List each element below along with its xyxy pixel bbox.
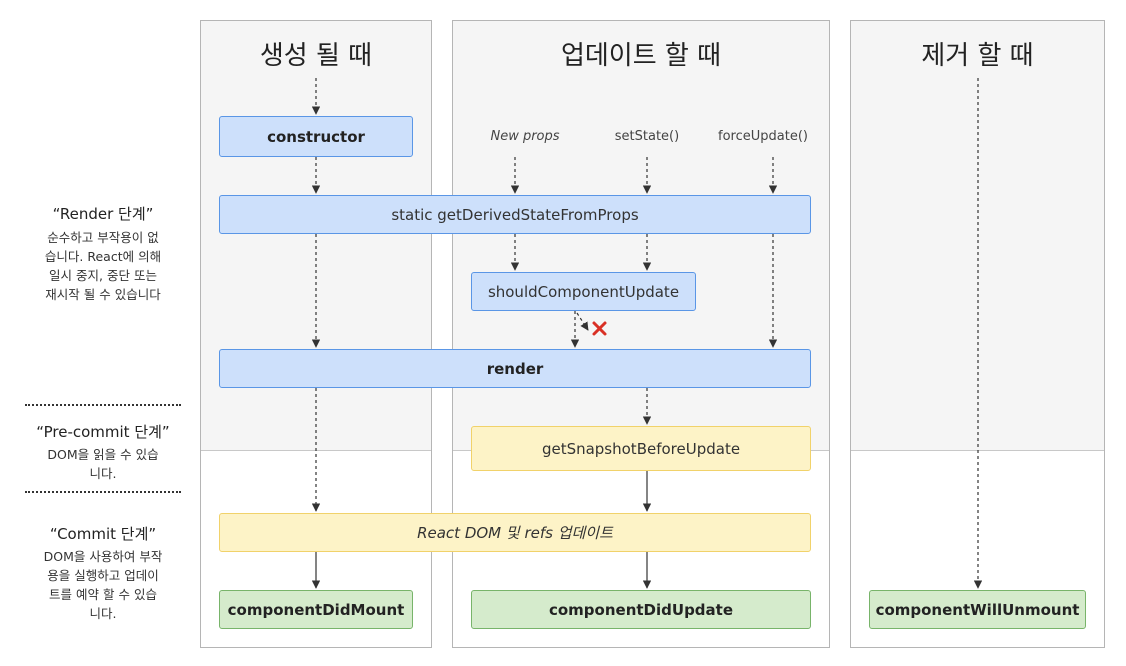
red-x-icon: [592, 321, 607, 336]
commit-phase-desc: DOM을 사용하여 부작 용을 실행하고 업데이 트를 예약 할 수 있습 니다…: [28, 547, 178, 623]
force-update-trigger: forceUpdate(): [718, 129, 808, 144]
mounting-column-title: 생성 될 때: [259, 41, 373, 71]
commit-phase-line: 용을 실행하고 업데이: [47, 568, 159, 583]
commit-phase-line: 트를 예약 할 수 있습: [49, 587, 157, 602]
precommit-phase-desc: DOM을 읽을 수 있습 니다.: [28, 445, 178, 483]
get-derived-state-box: static getDerivedStateFromProps: [219, 195, 811, 234]
render-phase-line: 순수하고 부작용이 없: [47, 230, 159, 245]
phase-separator: [25, 404, 181, 406]
component-did-update-box: componentDidUpdate: [471, 590, 811, 629]
unmounting-column: 제거 할 때: [850, 20, 1105, 648]
commit-phase-line: 니다.: [89, 606, 117, 621]
new-props-trigger: New props: [490, 129, 560, 144]
should-component-update-box: shouldComponentUpdate: [471, 272, 696, 311]
precommit-phase-line: 니다.: [89, 466, 117, 481]
precommit-phase-line: DOM을 읽을 수 있습: [47, 447, 159, 462]
get-snapshot-box: getSnapshotBeforeUpdate: [471, 426, 811, 471]
updating-column-title: 업데이트 할 때: [560, 41, 722, 71]
arrow-scu-false: [576, 312, 589, 331]
precommit-phase-title: “Pre-commit 단계”: [36, 423, 170, 441]
render-phase-desc: 순수하고 부작용이 없 습니다. React에 의해 일시 중지, 중단 또는 …: [28, 228, 178, 304]
component-did-mount-box: componentDidMount: [219, 590, 413, 629]
render-phase-line: 재시작 될 수 있습니다: [45, 287, 161, 302]
commit-phase-line: DOM을 사용하여 부작: [43, 549, 163, 564]
phase-separator: [25, 491, 181, 493]
component-will-unmount-box: componentWillUnmount: [869, 590, 1086, 629]
constructor-box: constructor: [219, 116, 413, 157]
set-state-trigger: setState(): [614, 129, 680, 144]
unmounting-column-title: 제거 할 때: [921, 41, 1034, 71]
react-dom-update-box: React DOM 및 refs 업데이트: [219, 513, 811, 552]
commit-phase-title: “Commit 단계”: [49, 525, 157, 543]
render-phase-title: “Render 단계”: [52, 205, 154, 223]
render-phase-line: 일시 중지, 중단 또는: [49, 268, 157, 283]
render-box: render: [219, 349, 811, 388]
render-phase-line: 습니다. React에 의해: [44, 249, 162, 264]
